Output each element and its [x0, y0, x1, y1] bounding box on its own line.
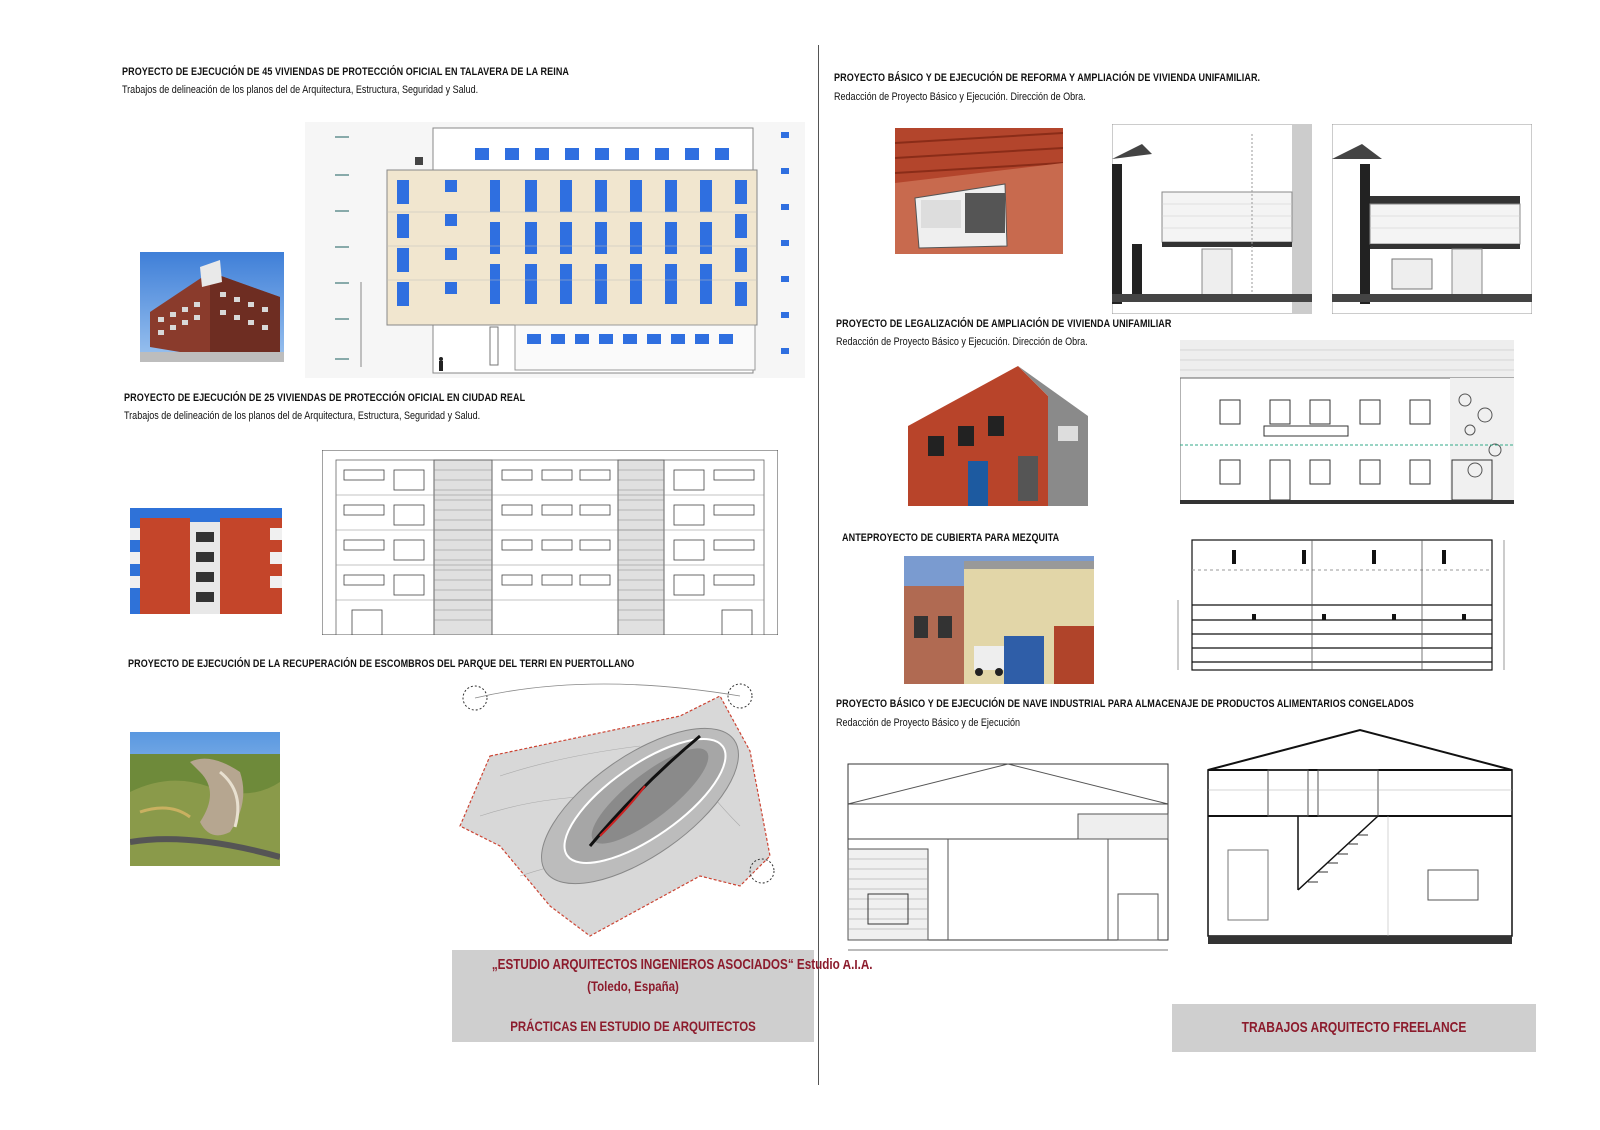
project-title-talavera: PROYECTO DE EJECUCIÓN DE 45 VIVIENDAS DE…: [122, 66, 570, 78]
project-subtitle-nave-industrial: Redacción de Proyecto Básico y de Ejecuc…: [836, 717, 1021, 729]
roof-plan-mezquita: [1172, 530, 1514, 686]
elevation-drawing-talavera: [305, 122, 805, 378]
banner-estudio-name: „ESTUDIO ARQUITECTOS INGENIEROS ASOCIADO…: [491, 956, 873, 973]
elevation-drawing-nave: [838, 744, 1178, 960]
photo-vivienda-roof: [895, 128, 1063, 254]
project-subtitle-ciudad-real: Trabajos de delineación de los planos de…: [124, 410, 481, 422]
banner-estudio-location: (Toledo, España): [587, 978, 679, 994]
project-title-puertollano: PROYECTO DE EJECUCIÓN DE LA RECUPERACIÓN…: [128, 658, 635, 670]
photo-talavera-building: [140, 252, 284, 362]
project-title-reforma-vivienda: PROYECTO BÁSICO Y DE EJECUCIÓN DE REFORM…: [834, 72, 1261, 84]
photo-aerial-park: [130, 732, 280, 866]
project-subtitle-talavera: Trabajos de delineación de los planos de…: [122, 84, 479, 96]
project-title-ciudad-real: PROYECTO DE EJECUCIÓN DE 25 VIVIENDAS DE…: [124, 392, 526, 404]
photo-ciudad-real-building: [130, 508, 282, 614]
project-subtitle-legalizacion: Redacción de Proyecto Básico y Ejecución…: [836, 336, 1088, 348]
page-divider: [818, 45, 819, 1085]
elevation-drawing-ciudad-real: [322, 450, 778, 635]
project-title-nave-industrial: PROYECTO BÁSICO Y DE EJECUCIÓN DE NAVE I…: [836, 698, 1414, 710]
project-title-mezquita: ANTEPROYECTO DE CUBIERTA PARA MEZQUITA: [842, 532, 1060, 544]
banner-estudio-aia: „ESTUDIO ARQUITECTOS INGENIEROS ASOCIADO…: [452, 950, 873, 1042]
elevation-drawing-legalizacion: [1180, 340, 1514, 510]
banner-freelance-label: TRABAJOS ARQUITECTO FREELANCE: [1241, 1019, 1467, 1036]
section-drawing-nave: [1188, 720, 1532, 956]
section-drawing-existing: [1112, 124, 1312, 314]
section-drawing-proposed: [1332, 124, 1532, 314]
project-title-legalizacion: PROYECTO DE LEGALIZACIÓN DE AMPLIACIÓN D…: [836, 318, 1172, 330]
photo-mezquita-building: [904, 556, 1094, 684]
banner-freelance: TRABAJOS ARQUITECTO FREELANCE: [1172, 1004, 1536, 1052]
photo-vivienda-street: [908, 356, 1088, 506]
project-subtitle-reforma-vivienda: Redacción de Proyecto Básico y Ejecución…: [834, 91, 1086, 103]
site-plan-puertollano: [440, 676, 785, 946]
banner-practicas: PRÁCTICAS EN ESTUDIO DE ARQUITECTOS: [510, 1018, 756, 1034]
